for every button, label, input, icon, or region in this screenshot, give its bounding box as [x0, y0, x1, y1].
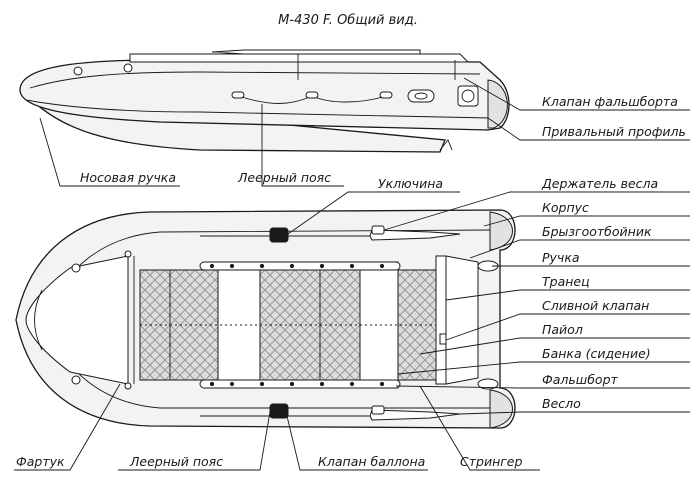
label-hull: Корпус [542, 200, 589, 215]
top-cone-lower [489, 389, 513, 429]
top-transom [435, 255, 447, 385]
top-bolts [209, 263, 385, 387]
label-valve-gunwale: Клапан фальшборта [542, 94, 678, 109]
top-oar-holder [371, 225, 385, 235]
top-oarlock-upper [269, 227, 289, 243]
label-splash-guard: Брызгоотбойник [542, 224, 652, 239]
top-view [15, 209, 516, 429]
top-gunwale-upper [199, 261, 401, 271]
label-handle: Ручка [542, 250, 580, 265]
labels: Клапан фальшборта Привальный профиль Нос… [16, 94, 686, 469]
top-cone-upper [489, 211, 513, 251]
top-oar-upper [200, 229, 461, 241]
label-stringer: Стрингер [460, 454, 522, 469]
side-mooring-profile [25, 99, 491, 119]
side-tube-cone [487, 79, 508, 129]
top-handle-lower [477, 378, 499, 390]
diagram-title: М-430 F. Общий вид. [278, 13, 418, 28]
label-oar-holder: Держатель весла [541, 176, 658, 191]
side-logo-plate [457, 85, 479, 107]
top-oarlock-lower [269, 403, 289, 419]
label-transom: Транец [542, 274, 590, 289]
top-oar-lower [200, 409, 461, 421]
label-bow-handle: Носовая ручка [80, 170, 176, 185]
top-lifeline-ring [71, 263, 81, 273]
label-lifeline-bottom: Леерный пояс [129, 454, 223, 469]
side-bow-handle [73, 66, 83, 76]
label-bench: Банка (сидение) [542, 346, 651, 361]
side-oar [211, 49, 421, 55]
label-mooring-profile: Привальный профиль [542, 124, 686, 139]
top-drain-valve [439, 333, 447, 345]
label-floor: Пайол [542, 322, 583, 337]
side-gunwale [129, 53, 470, 63]
top-splash-guard [445, 255, 479, 385]
label-drain-valve: Сливной клапан [542, 298, 649, 313]
side-tube [19, 59, 510, 131]
label-lifeline-top: Леерный пояс [237, 170, 331, 185]
label-oar: Весло [542, 396, 581, 411]
top-apron [25, 255, 129, 385]
label-oarlock: Уключина [378, 176, 443, 191]
label-gunwale: Фальшборт [542, 372, 619, 387]
label-apron: Фартук [16, 454, 65, 469]
top-gunwale-lower [199, 379, 401, 389]
side-valve-gunwale [407, 89, 435, 103]
leader-lines [14, 77, 690, 471]
top-bench-1 [217, 261, 261, 389]
side-view [19, 49, 510, 153]
label-tube-valve: Клапан баллона [318, 454, 425, 469]
